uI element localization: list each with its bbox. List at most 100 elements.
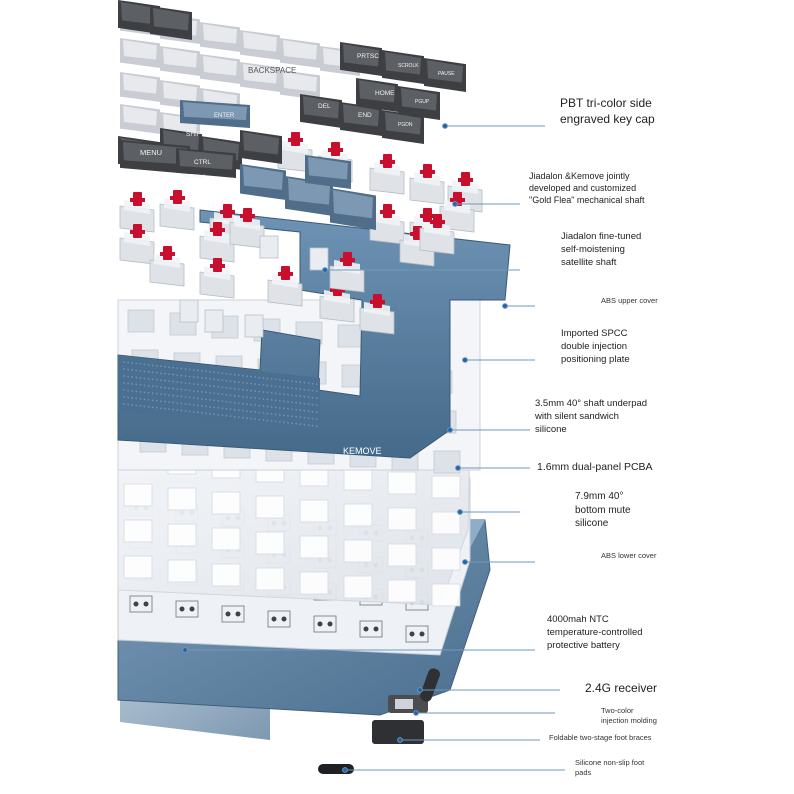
- leader-dot: [322, 267, 328, 273]
- pcb-socket: [175, 600, 199, 618]
- receiver-2-4g: [388, 695, 428, 713]
- silicone-cell: [343, 539, 373, 563]
- callout-two-color: Two-color injection molding: [601, 706, 657, 726]
- silicone-cell: [387, 471, 417, 495]
- silicone-cell: [343, 575, 373, 599]
- callout-underpad: 3.5mm 40° shaft underpad with silent san…: [535, 398, 648, 435]
- mechanical-switch: [277, 132, 313, 173]
- silicone-cell: [343, 503, 373, 527]
- mechanical-switch: [319, 282, 355, 323]
- silicone-cell: [255, 531, 285, 555]
- silicone-cell: [431, 511, 461, 535]
- mechanical-switch: [119, 192, 155, 233]
- mechanical-switch: [267, 266, 303, 307]
- leader-dot: [452, 201, 458, 207]
- blue-keycap: [285, 176, 333, 216]
- dark-keycap: [340, 102, 382, 136]
- menu-keycap: [120, 140, 190, 174]
- silicone-cell: [123, 555, 153, 579]
- callout-battery: 4000mah NTC temperature-controlled prote…: [547, 614, 643, 651]
- stabilizer: [309, 247, 329, 271]
- callout-lower-cover: ABS lower cover: [601, 551, 657, 560]
- blue-keycap: [180, 100, 250, 128]
- leader-dot: [417, 687, 423, 693]
- callout-pcba: 1.6mm dual-panel PCBA: [537, 461, 653, 473]
- plate-hole: [433, 450, 461, 474]
- callout-switch: Jiadalon &Kemove jointly developed and c…: [529, 171, 645, 206]
- blue-keycap: [305, 155, 351, 189]
- leader-dot: [342, 767, 348, 773]
- silicone-cell: [431, 583, 461, 607]
- mechanical-switch: [119, 224, 155, 265]
- light-keycap: [120, 72, 160, 102]
- silicone-cell: [211, 491, 241, 515]
- foot-brace: [372, 668, 441, 744]
- stabilizer: [259, 235, 279, 259]
- callout-receiver: 2.4G receiver: [585, 681, 658, 695]
- leader-dot: [457, 509, 463, 515]
- dark-keycap: [424, 58, 466, 92]
- dark-keycap: [382, 50, 424, 84]
- pcb-socket: [221, 605, 245, 623]
- callout-plate: Imported SPCC double injection positioni…: [561, 328, 630, 365]
- silicone-cell: [299, 535, 329, 559]
- callout-bottom-silicone: 7.9mm 40° bottom mute silicone: [575, 491, 631, 529]
- callout-leader-lines: [182, 123, 565, 773]
- callout-foot-pads: Silicone non-slip foot pads: [575, 758, 645, 778]
- callout-upper-cover: ABS upper cover: [601, 296, 658, 305]
- silicone-cell: [387, 579, 417, 603]
- leader-dot: [413, 710, 419, 716]
- callout-foot-braces: Foldable two-stage foot braces: [549, 733, 652, 742]
- silicone-cell: [211, 563, 241, 587]
- light-keycap: [240, 62, 280, 92]
- light-keycap: [240, 30, 280, 60]
- leader-dot: [447, 427, 453, 433]
- silicone-cell: [255, 495, 285, 519]
- silicone-cell: [299, 571, 329, 595]
- dark-keycap: [398, 86, 440, 120]
- pcb-socket: [359, 620, 383, 638]
- mechanical-switch: [409, 164, 445, 205]
- pcb-socket: [405, 625, 429, 643]
- leader-dot: [462, 559, 468, 565]
- pcb-socket: [313, 615, 337, 633]
- pcb-socket: [129, 595, 153, 613]
- stabilizer: [179, 299, 199, 323]
- silicone-cell: [299, 499, 329, 523]
- leader-dot: [182, 647, 188, 653]
- dark-keycap: [300, 94, 342, 128]
- callout-stabilizer: Jiadalon fine-tuned self-moistening sate…: [561, 231, 642, 268]
- blue-keycap: [240, 164, 286, 200]
- mechanical-switch: [369, 154, 405, 195]
- silicone-cell: [255, 567, 285, 591]
- light-keycap: [200, 22, 240, 52]
- light-keycap: [280, 70, 320, 100]
- ctrl-keycap: [176, 148, 236, 178]
- silicone-cell: [167, 523, 197, 547]
- light-keycap: [120, 104, 160, 134]
- silicone-cell: [123, 519, 153, 543]
- silicone-cell: [167, 487, 197, 511]
- silicone-cell: [343, 467, 373, 491]
- silicone-cell: [431, 475, 461, 499]
- stabilizer: [204, 309, 224, 333]
- silicone-cell: [387, 507, 417, 531]
- mechanical-switch: [149, 246, 185, 287]
- leader-dot: [462, 357, 468, 363]
- dark-keycap: [240, 130, 282, 164]
- mechanical-switches: [119, 132, 483, 338]
- dark-keycap: [340, 42, 382, 76]
- leader-dot: [397, 737, 403, 743]
- leader-dot: [442, 123, 448, 129]
- mechanical-switch: [159, 190, 195, 231]
- dark-keycap: [118, 0, 160, 34]
- abs-upper-cover: [117, 209, 511, 459]
- blue-keycap: [330, 188, 376, 230]
- dark-keycap: [382, 110, 424, 144]
- leader-dot: [455, 465, 461, 471]
- dark-keycap: [150, 6, 192, 40]
- light-keycap: [160, 46, 200, 76]
- foot-pad: [318, 764, 354, 774]
